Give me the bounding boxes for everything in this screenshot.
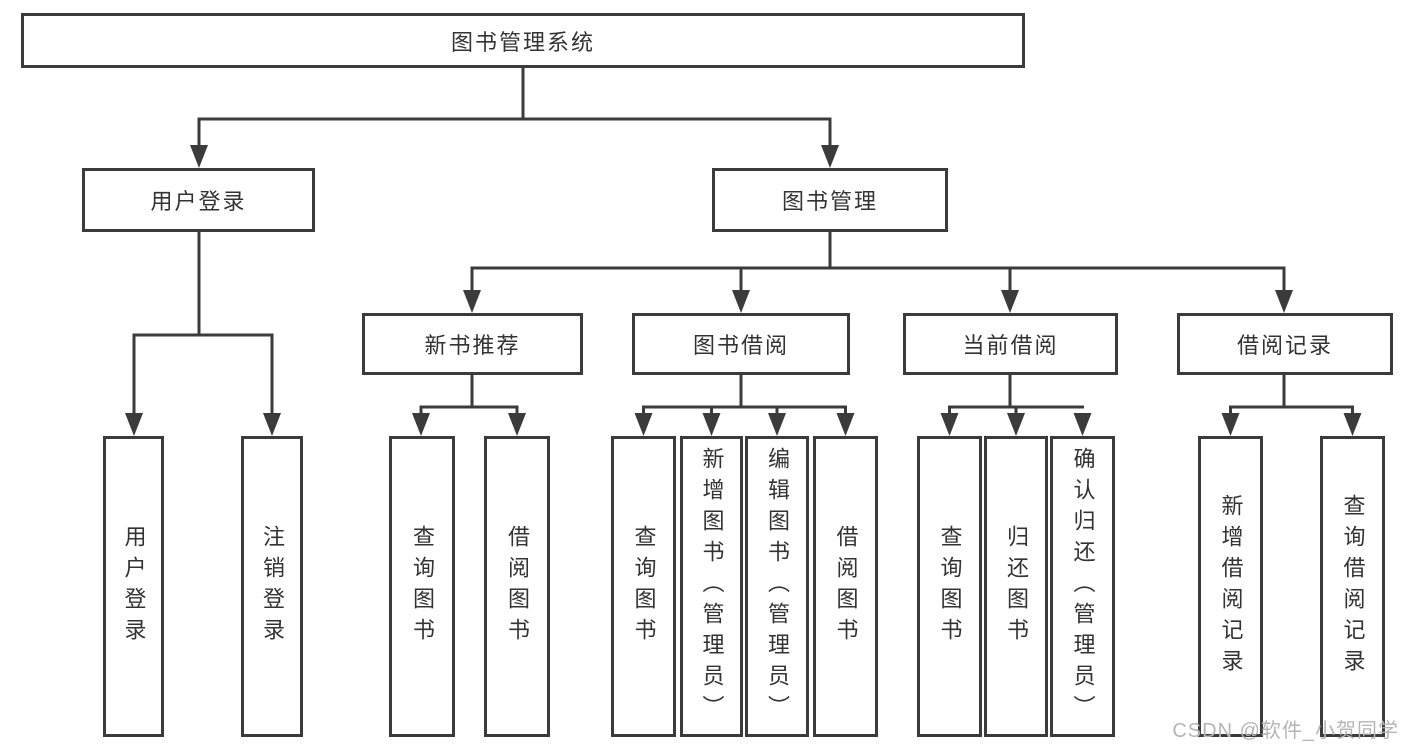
node-book-borrow: 图书借阅 [632, 313, 850, 375]
leaf-borrow-books-recommend-label: 借阅图书 [505, 524, 530, 649]
leaf-add-books-admin: 新增图书（管理员） [680, 436, 743, 737]
leaf-query-books-borrow: 查询图书 [611, 436, 676, 737]
node-current-borrow: 当前借阅 [903, 313, 1118, 375]
node-book-management-label: 图书管理 [781, 189, 878, 214]
node-book-borrow-label: 图书借阅 [692, 333, 789, 358]
leaf-query-books-recommend-label: 查询图书 [410, 524, 435, 649]
leaf-add-books-admin-label: 新增图书（管理员） [699, 447, 725, 726]
leaf-user-login: 用户登录 [103, 436, 164, 737]
leaf-add-borrow-record-label: 新增借阅记录 [1218, 493, 1244, 680]
leaf-borrow-books: 借阅图书 [813, 436, 878, 737]
leaf-query-borrow-record: 查询借阅记录 [1320, 436, 1385, 737]
leaf-return-books-label: 归还图书 [1004, 524, 1029, 649]
leaf-confirm-return-admin-label: 确认归还（管理员） [1070, 447, 1096, 726]
leaf-logout-label: 注销登录 [260, 524, 285, 649]
leaf-edit-books-admin-label: 编辑图书（管理员） [765, 447, 790, 726]
node-borrow-records: 借阅记录 [1177, 313, 1393, 375]
node-book-management: 图书管理 [712, 168, 948, 232]
leaf-logout: 注销登录 [241, 436, 303, 737]
csdn-watermark: CSDN @软件_小贺同学 [1172, 720, 1399, 742]
leaf-borrow-books-recommend: 借阅图书 [484, 436, 550, 737]
leaf-return-books: 归还图书 [984, 436, 1048, 737]
node-current-borrow-label: 当前借阅 [962, 333, 1059, 358]
leaf-query-books-borrow-label: 查询图书 [631, 524, 657, 649]
leaf-add-borrow-record: 新增借阅记录 [1198, 436, 1263, 737]
node-borrow-records-label: 借阅记录 [1236, 333, 1333, 358]
leaf-edit-books-admin: 编辑图书（管理员） [745, 436, 809, 737]
leaf-query-borrow-record-label: 查询借阅记录 [1340, 493, 1366, 680]
node-library-system-label: 图书管理系统 [450, 29, 595, 55]
leaf-confirm-return-admin: 确认归还（管理员） [1050, 436, 1115, 737]
leaf-user-login-label: 用户登录 [121, 524, 147, 649]
leaf-query-books-recommend: 查询图书 [389, 436, 455, 737]
node-user-login-label: 用户登录 [150, 189, 247, 214]
leaf-query-books-current-label: 查询图书 [937, 524, 963, 649]
node-new-book-recommend-label: 新书推荐 [424, 333, 521, 358]
node-user-login: 用户登录 [82, 168, 315, 232]
leaf-query-books-current: 查询图书 [917, 436, 982, 737]
leaf-borrow-books-label: 借阅图书 [833, 524, 859, 649]
node-library-system: 图书管理系统 [21, 13, 1025, 68]
node-new-book-recommend: 新书推荐 [362, 313, 583, 375]
